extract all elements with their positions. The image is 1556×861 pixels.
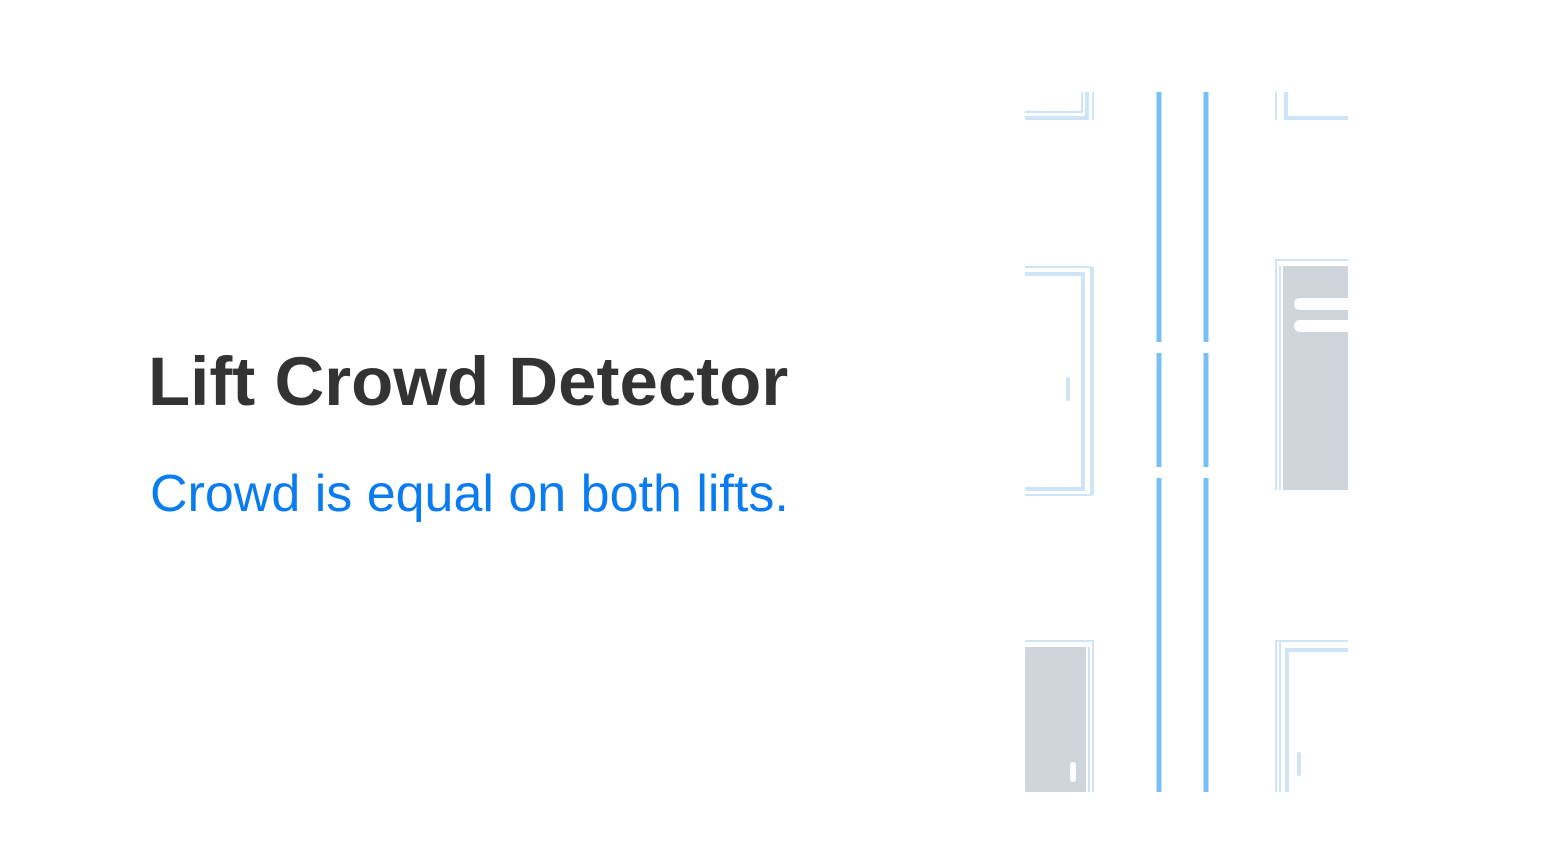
page-title: Lift Crowd Detector (148, 343, 789, 420)
lift-illustration (1025, 92, 1348, 792)
right-lift-floor2-closed-door-icon (1275, 259, 1348, 490)
left-lift-floor2-open-door-icon (1025, 266, 1094, 496)
text-block: Lift Crowd Detector Crowd is equal on bo… (148, 340, 789, 524)
door-handle-icon (1297, 752, 1301, 776)
lift-shaft-rails (1156, 92, 1209, 792)
door-handle-icon (1294, 298, 1348, 310)
door-handle-icon (1066, 377, 1070, 401)
left-lift-floor1-frame (1025, 92, 1094, 120)
lift-illustration-svg (1025, 92, 1348, 792)
right-lift-floor3-open-door-icon (1275, 640, 1348, 792)
right-lift-floor1-frame (1275, 92, 1348, 120)
left-lift-floor3-closed-door-icon (1025, 640, 1094, 792)
crowd-status-message: Crowd is equal on both lifts. (150, 465, 789, 523)
door-handle-icon (1070, 762, 1076, 782)
door-handle-icon (1294, 320, 1348, 332)
